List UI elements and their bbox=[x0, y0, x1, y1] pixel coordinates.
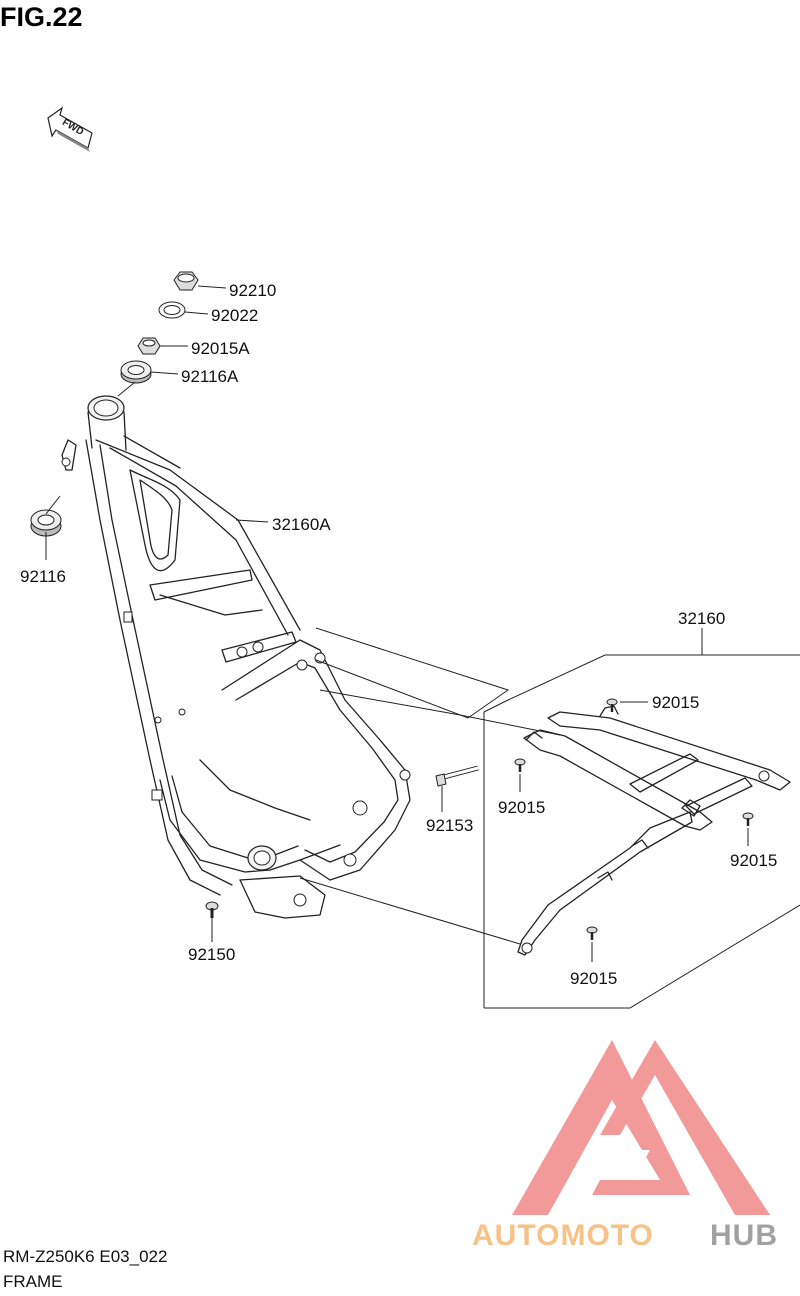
subframe-32160 bbox=[299, 627, 800, 1009]
fwd-arrow-icon: FWD bbox=[47, 106, 93, 152]
bolt-92015-bottom bbox=[586, 926, 598, 940]
automotohub-logo: AUTOMOTO HUB bbox=[472, 1040, 778, 1252]
part-label-92150: 92150 bbox=[188, 945, 235, 964]
logo-text-automoto: AUTOMOTO bbox=[472, 1219, 654, 1252]
part-label-92022: 92022 bbox=[211, 306, 258, 325]
bolt-92015-right bbox=[742, 812, 754, 826]
part-label-92015-left: 92015 bbox=[498, 798, 545, 817]
part-label-32160A: 32160A bbox=[272, 515, 331, 534]
main-frame-32160A bbox=[61, 395, 411, 919]
part-label-92116: 92116 bbox=[20, 567, 66, 586]
nut-92210 bbox=[173, 271, 199, 291]
bearing-92116A bbox=[120, 360, 152, 384]
bearing-92116 bbox=[30, 509, 62, 537]
section-name: FRAME bbox=[3, 1272, 63, 1291]
part-label-92015-right: 92015 bbox=[730, 851, 777, 870]
leader-lines bbox=[45, 285, 749, 962]
model-code: RM-Z250K6 E03_022 bbox=[3, 1247, 168, 1266]
bolt-92153 bbox=[435, 765, 479, 787]
part-label-92015A: 92015A bbox=[191, 339, 250, 358]
part-label-92015-top: 92015 bbox=[652, 693, 699, 712]
nut-92015A bbox=[137, 337, 161, 355]
part-label-92210: 92210 bbox=[229, 281, 276, 300]
part-label-92153: 92153 bbox=[426, 816, 473, 835]
part-label-92116A: 92116A bbox=[181, 367, 239, 386]
logo-text-hub: HUB bbox=[710, 1219, 778, 1252]
bolt-92150 bbox=[205, 901, 219, 918]
part-label-92015-bottom: 92015 bbox=[570, 969, 617, 988]
bolt-92015-left bbox=[514, 758, 526, 772]
part-label-32160: 32160 bbox=[678, 609, 725, 628]
bolt-92015-top bbox=[606, 698, 618, 712]
washer-92022 bbox=[158, 301, 186, 319]
figure-title: FIG.22 bbox=[0, 2, 83, 32]
